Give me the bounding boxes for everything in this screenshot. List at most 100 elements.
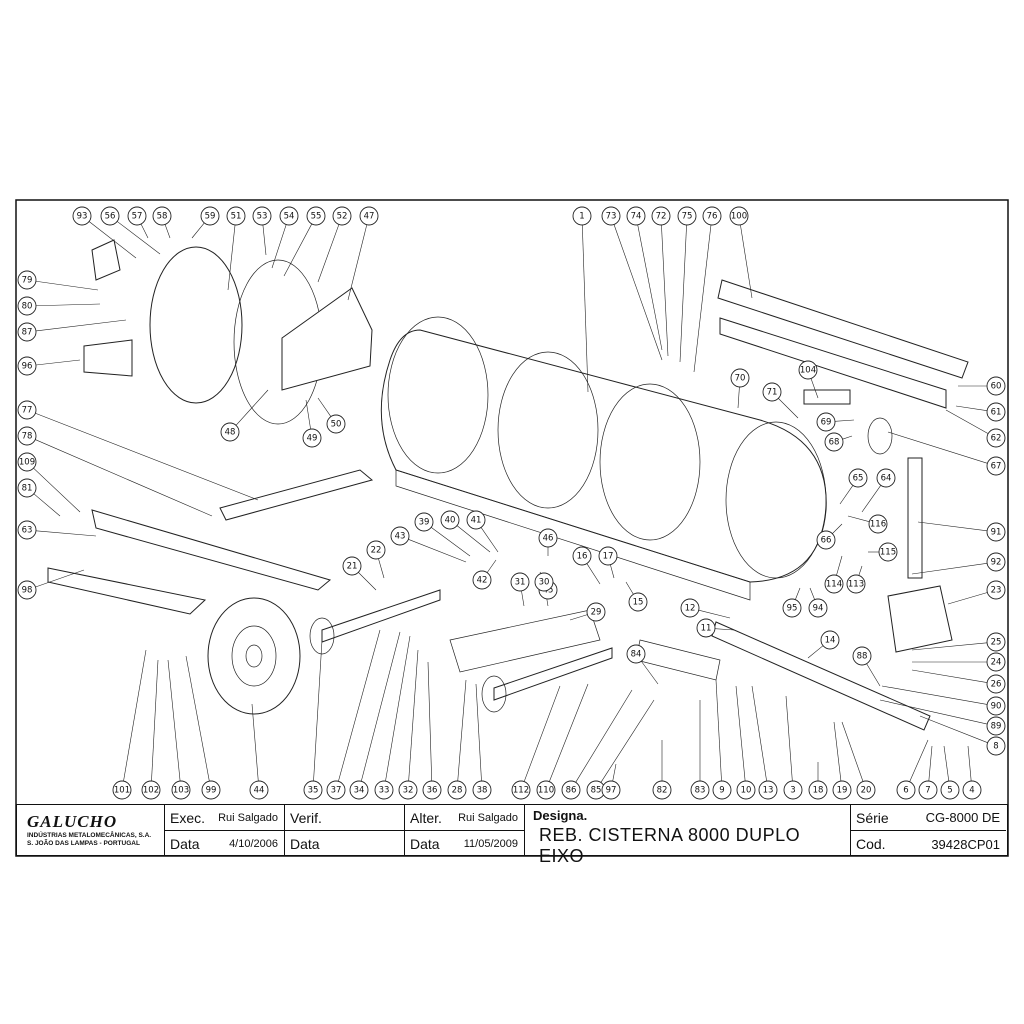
callout-circle <box>848 468 868 488</box>
callout-label: 43 <box>395 532 406 542</box>
callout-circle <box>601 206 621 226</box>
callout-label: 36 <box>427 786 438 796</box>
callout-label: 74 <box>631 212 642 222</box>
callout-30: 30 <box>534 572 554 592</box>
callout-circle <box>17 322 37 342</box>
exec-block: Exec. Rui Salgado Data 4/10/2006 <box>165 805 285 855</box>
callout-label: 62 <box>991 434 1002 444</box>
part-geometry <box>47 239 969 731</box>
callout-label: 109 <box>19 458 35 468</box>
callout-label: 35 <box>308 786 319 796</box>
leader-line-110 <box>549 683 589 782</box>
leader-line-88 <box>866 663 881 687</box>
callout-3: 3 <box>783 780 803 800</box>
callout-label: 102 <box>143 786 159 796</box>
callout-label: 47 <box>364 212 375 222</box>
valve-outlet <box>83 339 133 377</box>
callout-69: 69 <box>816 412 836 432</box>
callout-label: 67 <box>991 462 1002 472</box>
callout-36: 36 <box>422 780 442 800</box>
leader-line-50 <box>317 397 332 417</box>
callout-53: 53 <box>252 206 272 226</box>
callout-label: 82 <box>657 786 668 796</box>
callout-circle <box>200 206 220 226</box>
callout-label: 33 <box>379 786 390 796</box>
callout-83: 83 <box>690 780 710 800</box>
callout-circle <box>626 644 646 664</box>
callout-74: 74 <box>626 206 646 226</box>
callout-43: 43 <box>390 526 410 546</box>
door-cover-plate <box>281 287 373 391</box>
callout-circle <box>986 716 1006 736</box>
fender-rail <box>47 567 207 615</box>
leader-line-44 <box>251 703 259 782</box>
leader-line-37 <box>338 629 381 782</box>
callout-circle <box>832 780 852 800</box>
leader-line-53 <box>262 224 267 256</box>
exec-date: 4/10/2006 <box>229 838 278 850</box>
leader-line-99 <box>185 655 210 782</box>
callout-circle <box>226 206 246 226</box>
callout-label: 41 <box>471 516 482 526</box>
callout-67: 67 <box>986 456 1006 476</box>
callout-76: 76 <box>702 206 722 226</box>
leader-line-62 <box>945 409 989 434</box>
leader-line-93 <box>88 221 137 259</box>
wheel-rim <box>231 625 277 687</box>
callout-label: 93 <box>77 212 88 222</box>
callout-circle <box>17 356 37 376</box>
callout-20: 20 <box>856 780 876 800</box>
callout-label: 48 <box>225 428 236 438</box>
verif-data-label: Data <box>290 836 320 852</box>
callout-label: 12 <box>685 604 696 614</box>
leader-line-54 <box>271 224 287 269</box>
callout-circle <box>398 780 418 800</box>
callout-label: 100 <box>731 212 747 222</box>
callout-93: 93 <box>72 206 92 226</box>
callout-circle <box>852 646 872 666</box>
suspension-link <box>449 609 601 673</box>
verif-block: Verif. Data <box>285 805 405 855</box>
leader-line-114 <box>836 555 843 576</box>
leader-line-1 <box>582 224 589 393</box>
callout-label: 64 <box>881 474 892 484</box>
leader-line-113 <box>858 565 863 576</box>
alter-date: 11/05/2009 <box>463 838 518 850</box>
callout-label: 26 <box>991 680 1002 690</box>
callout-80: 80 <box>17 296 37 316</box>
callout-103: 103 <box>171 780 191 800</box>
callout-circle <box>536 780 556 800</box>
callout-label: 31 <box>515 578 526 588</box>
callout-6: 6 <box>896 780 916 800</box>
callout-label: 18 <box>813 786 824 796</box>
callout-circle <box>279 206 299 226</box>
callout-label: 69 <box>821 418 832 428</box>
leader-line-90 <box>881 685 988 705</box>
callout-label: 57 <box>132 212 143 222</box>
leader-line-74 <box>637 224 663 351</box>
callout-circle <box>878 542 898 562</box>
callout-35: 35 <box>303 780 323 800</box>
leader-line-72 <box>661 224 669 357</box>
leader-line-13 <box>751 685 767 782</box>
callout-91: 91 <box>986 522 1006 542</box>
callout-label: 30 <box>539 578 550 588</box>
callout-104: 104 <box>798 360 818 380</box>
leader-line-43 <box>408 539 467 563</box>
callout-circle <box>472 570 492 590</box>
callout-87: 87 <box>17 322 37 342</box>
leader-line-57 <box>140 223 149 239</box>
leader-line-17 <box>610 564 615 579</box>
callout-58: 58 <box>152 206 172 226</box>
callout-90: 90 <box>986 696 1006 716</box>
callout-94: 94 <box>808 598 828 618</box>
callout-label: 73 <box>606 212 617 222</box>
callout-circle <box>696 618 716 638</box>
callout-23: 23 <box>986 580 1006 600</box>
callout-13: 13 <box>758 780 778 800</box>
callout-label: 54 <box>284 212 295 222</box>
tank-base-rail <box>395 469 751 601</box>
designation-block: Designa. REB. CISTERNA 8000 DUPLO EIXO <box>525 805 851 866</box>
leader-line-55 <box>283 223 313 277</box>
